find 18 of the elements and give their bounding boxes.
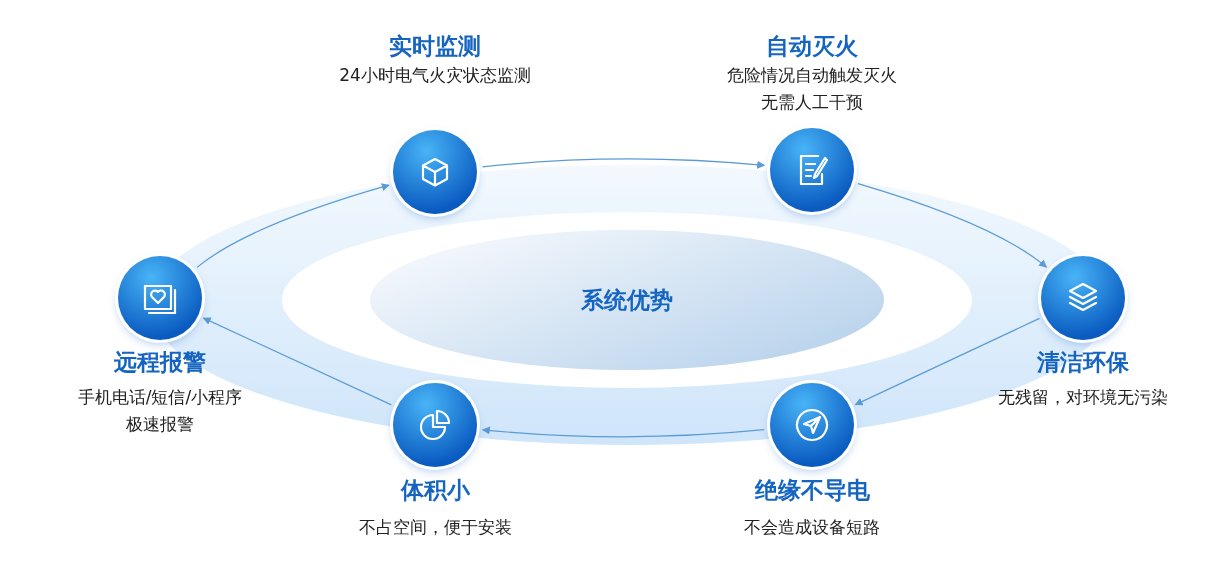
feature-description: 手机电话/短信/小程序极速报警 [76, 386, 244, 436]
arrow [481, 426, 765, 438]
feature-description: 24小时电气火灾状态监测 [339, 64, 531, 87]
center-title: 系统优势 [581, 285, 673, 315]
feature-title: 体积小 [400, 476, 470, 505]
feature-title: 实时监测 [389, 32, 481, 61]
feature-description: 不会造成设备短路 [744, 516, 880, 539]
arrow [857, 183, 1048, 268]
feature-title: 远程报警 [114, 348, 206, 377]
feature-title: 绝缘不导电 [754, 476, 870, 505]
arrow [196, 183, 390, 268]
feature-title: 清洁环保 [1037, 348, 1129, 377]
feature-description: 无残留，对环境无污染 [998, 386, 1168, 409]
arrow [202, 317, 392, 406]
arrow [854, 317, 1041, 406]
feature-description: 危险情况自动触发灭火无需人工干预 [726, 64, 898, 114]
feature-description: 不占空间，便于安装 [358, 516, 512, 539]
feature-title: 自动灭火 [766, 32, 858, 61]
